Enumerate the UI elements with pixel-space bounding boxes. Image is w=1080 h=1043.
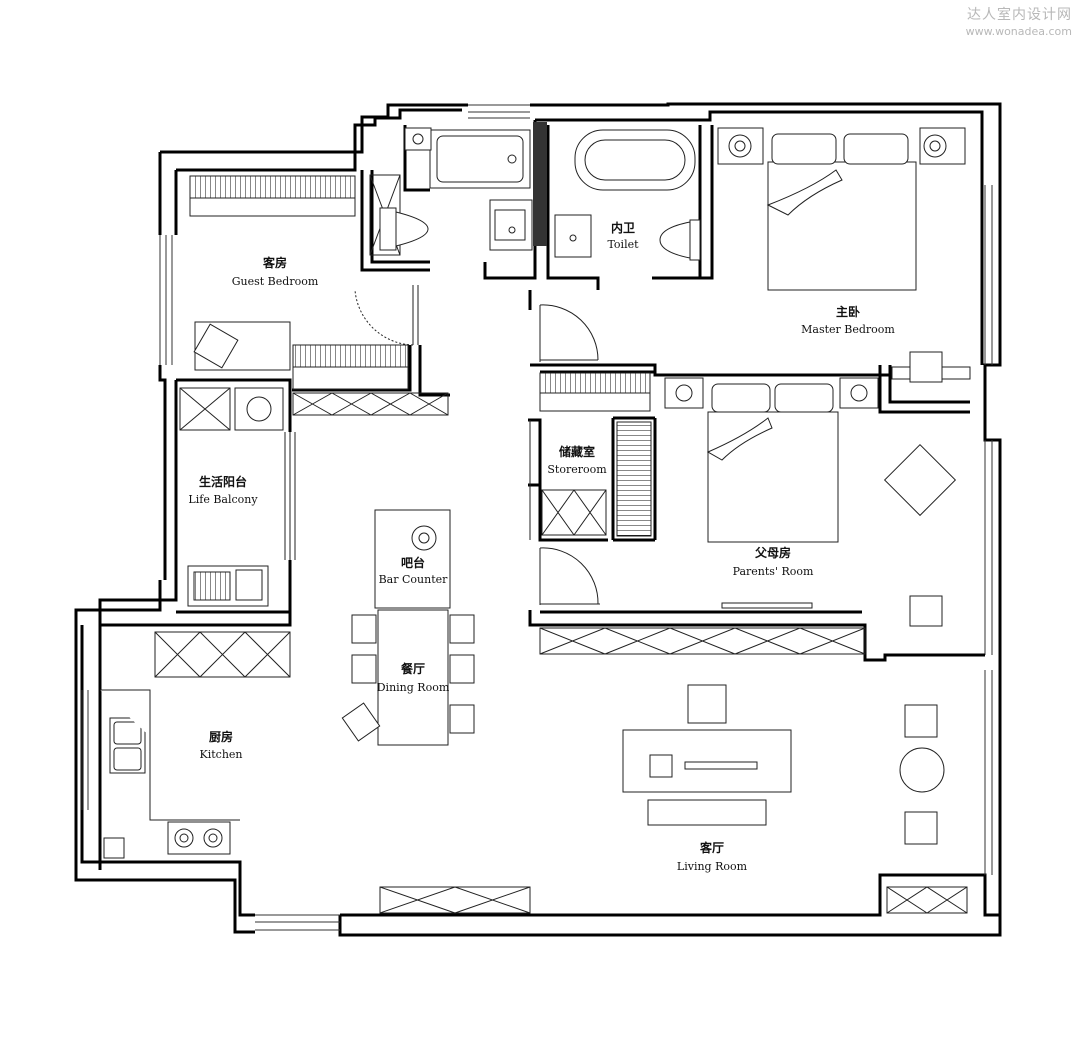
doors: [284, 285, 600, 605]
guest-bedroom-label-en: Guest Bedroom: [232, 275, 319, 288]
storeroom-label-en: Storeroom: [547, 463, 607, 476]
cabinets: [154, 174, 968, 914]
windows: [81, 104, 993, 931]
parents-room-label-en: Parents' Room: [733, 565, 814, 578]
bar-counter-label-cn: 吧台: [401, 555, 425, 570]
dining-room-label-cn: 餐厅: [401, 661, 425, 676]
kitchen-label-en: Kitchen: [200, 748, 243, 761]
furniture: [100, 127, 966, 859]
wardrobes: [189, 175, 971, 537]
toilet-label-cn: 内卫: [611, 220, 635, 235]
bar-counter-label-en: Bar Counter: [379, 573, 449, 586]
room-labels: 客房 Guest Bedroom 内卫 Toilet 主卧 Master Bed…: [188, 220, 895, 873]
parents-room-label-cn: 父母房: [754, 545, 791, 560]
storeroom-label-cn: 储藏室: [559, 444, 595, 459]
watermark-text: 达人室内设计网: [967, 7, 1072, 23]
living-room-label-en: Living Room: [677, 860, 748, 873]
column: [533, 122, 547, 246]
guest-bedroom-label-cn: 客房: [262, 255, 287, 270]
watermark-url: www.wonadea.com: [965, 25, 1072, 38]
dining-room-label-en: Dining Room: [377, 681, 450, 694]
kitchen-label-cn: 厨房: [209, 729, 233, 744]
living-room-label-cn: 客厅: [699, 840, 724, 855]
toilet-label-en: Toilet: [607, 238, 639, 251]
life-balcony-label-cn: 生活阳台: [199, 474, 247, 489]
watermark: 达人室内设计网 www.wonadea.com: [966, 4, 1072, 38]
master-bedroom-label-cn: 主卧: [836, 304, 860, 319]
life-balcony-label-en: Life Balcony: [188, 493, 258, 506]
master-bedroom-label-en: Master Bedroom: [801, 323, 895, 336]
